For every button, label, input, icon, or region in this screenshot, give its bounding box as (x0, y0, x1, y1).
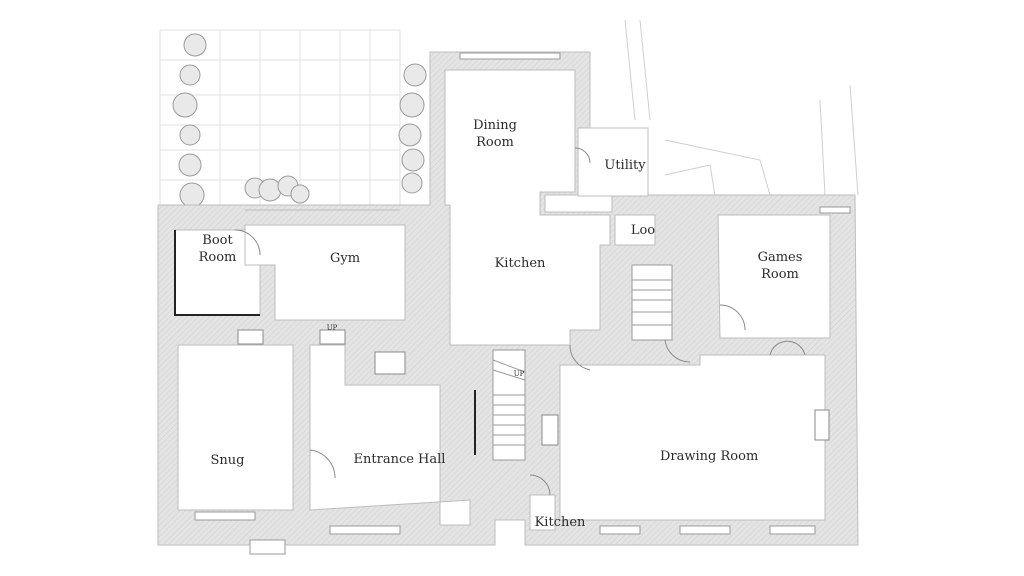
windows (194, 52, 851, 555)
label-snug: Snug (210, 453, 245, 468)
back-staircase (631, 264, 673, 341)
label-games-room-line2: Room (761, 267, 799, 282)
garden-paving (159, 29, 401, 210)
main-staircase (492, 349, 526, 461)
label-loo: Loo (630, 223, 656, 238)
fixtures (237, 329, 830, 446)
label-games-room-line1: Games (757, 250, 803, 265)
label-boot-room: Boot Room (195, 232, 240, 266)
label-dining-room-line1: Dining (473, 118, 517, 133)
site-boundary-lines (624, 19, 859, 196)
label-drawing-room: Drawing Room (660, 449, 759, 464)
label-games-room: Games Room (755, 249, 805, 283)
room-interiors (174, 69, 831, 531)
label-dining-room: Dining Room (470, 117, 520, 151)
label-kitchen: Kitchen (494, 256, 546, 271)
label-entrance-hall: Entrance Hall (353, 452, 446, 467)
label-kitchen-lower: Kitchen (534, 515, 586, 530)
label-boot-room-line1: Boot (202, 233, 233, 248)
stair-up-mark-1: UP (513, 370, 525, 378)
label-gym: Gym (329, 251, 361, 266)
garden-shrubs (172, 33, 427, 208)
boot-room-outline (174, 230, 260, 316)
label-dining-room-line2: Room (476, 135, 514, 150)
label-boot-room-line2: Room (198, 250, 237, 265)
door-swings (234, 147, 806, 496)
stair-up-mark-2: UP (326, 324, 338, 332)
label-utility: Utility (604, 158, 646, 173)
